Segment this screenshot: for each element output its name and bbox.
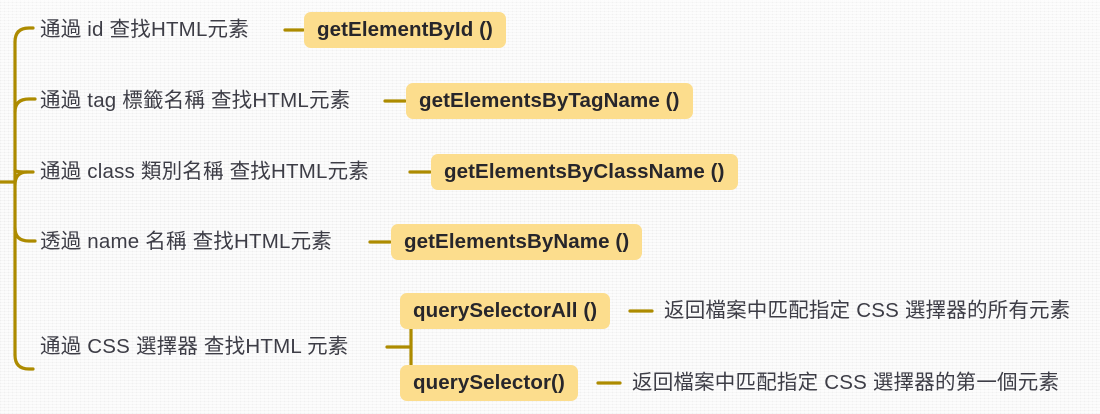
branch-label-css-selector[interactable]: 通過 CSS 選擇器 查找HTML 元素 — [40, 335, 349, 358]
branch-tick-class-up — [13, 170, 29, 187]
branch-tick-class — [13, 168, 35, 174]
branch-label-name[interactable]: 透過 name 名稱 查找HTML元素 — [40, 230, 332, 253]
method-chip-getelementbyid[interactable]: getElementById () — [304, 12, 506, 48]
method-chip-queryselector[interactable]: querySelector() — [400, 365, 578, 401]
branch-label-id[interactable]: 通過 id 查找HTML元素 — [40, 18, 249, 41]
method-chip-getelementsbyclassname[interactable]: getElementsByClassName () — [431, 154, 738, 190]
method-chip-queryselectorall[interactable]: querySelectorAll () — [400, 293, 611, 329]
root-brace-top-curl — [13, 26, 35, 44]
method-chip-getelementsbytagname[interactable]: getElementsByTagName () — [406, 83, 693, 119]
method-chip-getelementsbyname[interactable]: getElementsByName () — [391, 224, 643, 260]
description-queryselectorall: 返回檔案中匹配指定 CSS 選擇器的所有元素 — [664, 299, 1071, 322]
branch-label-class[interactable]: 通過 class 類別名稱 查找HTML元素 — [40, 160, 369, 183]
description-queryselector: 返回檔案中匹配指定 CSS 選擇器的第一個元素 — [632, 371, 1060, 394]
root-brace-bottom-curl — [13, 353, 35, 371]
branch-tick-tag — [13, 97, 37, 114]
branch-label-tag[interactable]: 通過 tag 標籤名稱 查找HTML元素 — [40, 89, 351, 112]
branch-tick-name — [13, 226, 37, 243]
